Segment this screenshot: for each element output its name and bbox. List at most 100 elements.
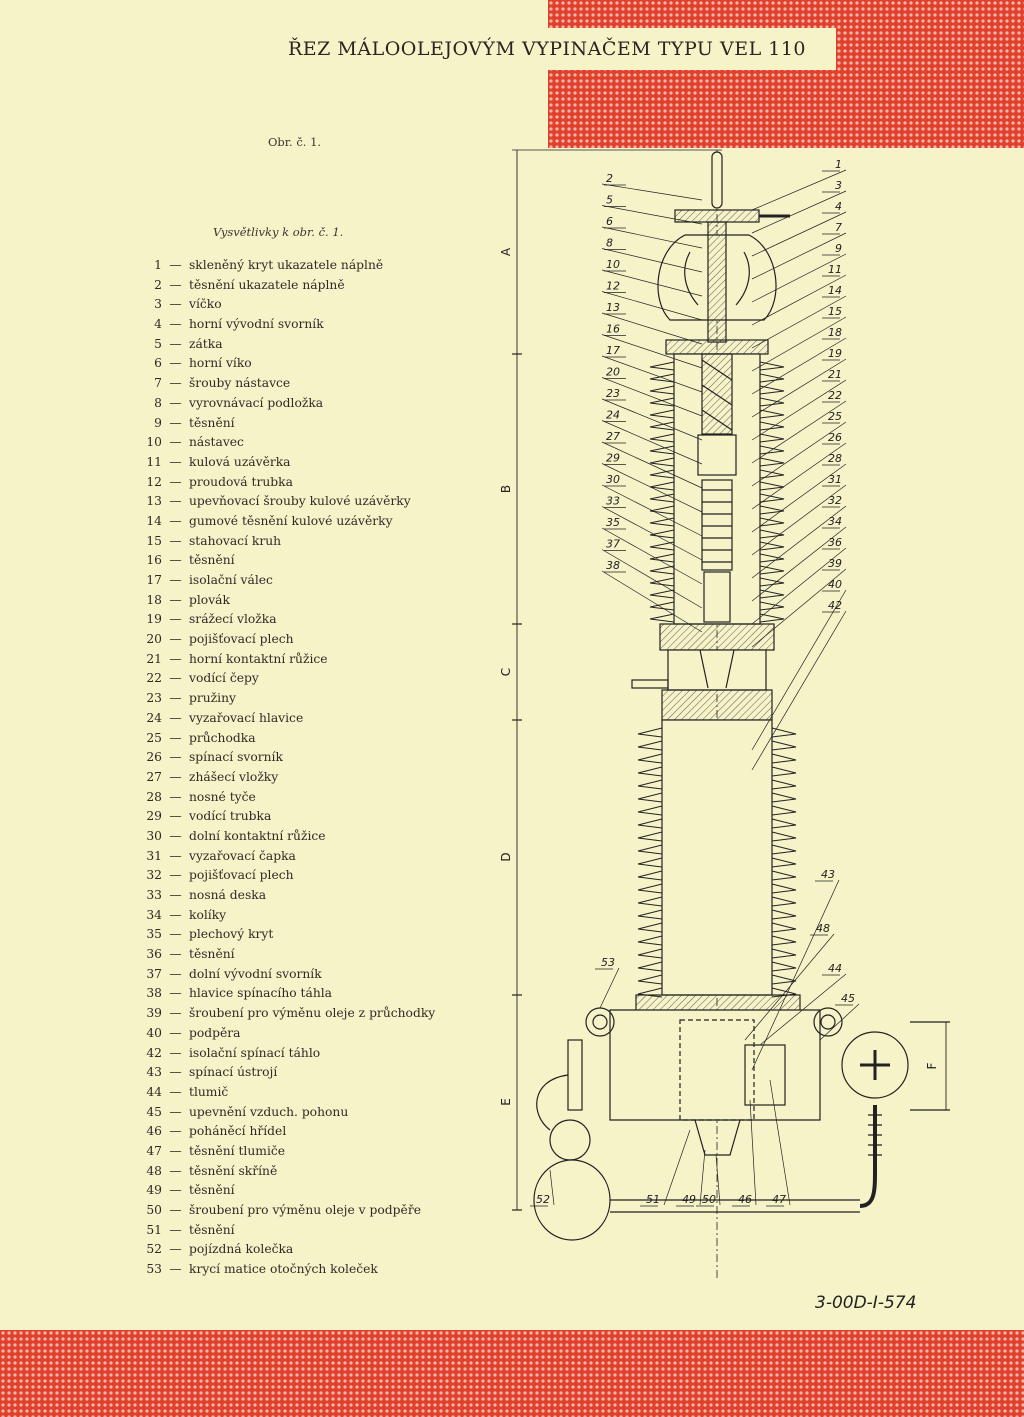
legend-item-text: horní víko <box>189 356 252 371</box>
legend-item-number: 36 <box>146 947 162 962</box>
callout-label: 19 <box>828 347 842 360</box>
legend-item: 27—zhášecí vložky <box>128 768 488 788</box>
legend-item-text: skleněný kryt ukazatele náplně <box>189 258 384 272</box>
shed-left <box>637 792 663 803</box>
callout-label: 53 <box>601 956 615 969</box>
part-callouts: 2568101213161720232427293033353738134791… <box>530 158 860 1207</box>
shed-right <box>771 961 797 972</box>
legend-item: 49—těsnění <box>128 1181 488 1201</box>
legend-dash: — <box>169 927 182 942</box>
dimension-label: B <box>499 485 513 493</box>
legend-item-text: upevnění vzduch. pohonu <box>189 1104 349 1119</box>
callout-leader <box>601 183 703 201</box>
shed-right <box>759 529 785 539</box>
legend-item-number: 31 <box>146 848 162 863</box>
callout-leader <box>751 400 847 464</box>
legend-dash: — <box>169 868 182 883</box>
legend-dash: — <box>169 947 182 962</box>
shed-right <box>771 870 797 881</box>
legend-dash: — <box>169 750 182 765</box>
callout-leader <box>751 463 847 533</box>
legend-item-number: 28 <box>146 789 162 804</box>
legend-item-number: 24 <box>146 710 162 725</box>
legend-item-number: 27 <box>146 769 162 784</box>
callout-label: 46 <box>738 1193 752 1206</box>
legend-item-text: těsnění <box>189 1183 235 1198</box>
shed-right <box>771 935 797 946</box>
callout-label: 15 <box>828 305 842 318</box>
callout-label: 20 <box>606 366 620 379</box>
legend-dash: — <box>169 297 182 312</box>
callout-label: 33 <box>606 495 620 508</box>
legend-dash: — <box>169 1262 182 1277</box>
legend-item: 51—těsnění <box>128 1221 488 1241</box>
legend-item-number: 25 <box>146 730 162 745</box>
callout-leader <box>751 358 847 418</box>
legend-item-number: 39 <box>146 1006 162 1021</box>
legend-dash: — <box>169 809 182 824</box>
shed-right <box>759 469 785 479</box>
legend-dash: — <box>169 632 182 647</box>
callout-leader <box>751 505 847 579</box>
shed-right <box>759 577 785 587</box>
shed-left <box>637 844 663 855</box>
legend-item: 32—pojišťovací plech <box>128 866 488 886</box>
legend-item-number: 47 <box>146 1143 162 1158</box>
callout-leader <box>751 568 847 648</box>
shed-right <box>759 517 785 527</box>
shed-right <box>771 857 797 868</box>
legend-dash: — <box>169 277 182 292</box>
legend-item-text: vyrovnávací podložka <box>189 395 324 410</box>
callout-label: 8 <box>606 237 613 250</box>
legend-item-text: šroubení pro výměnu oleje v podpěře <box>189 1203 421 1217</box>
legend-item-number: 1 <box>154 258 162 272</box>
shed-right <box>759 493 785 503</box>
shed-right <box>759 589 785 599</box>
callout-leader <box>601 248 703 273</box>
callout-leader <box>699 1149 706 1206</box>
callout-label: 6 <box>606 215 613 228</box>
legend-item-text: stahovací kruh <box>189 533 282 548</box>
legend-dash: — <box>169 1006 182 1021</box>
legend-item-number: 10 <box>146 435 162 450</box>
callout-label: 36 <box>828 536 842 549</box>
breaker-drawing <box>512 149 950 1280</box>
callout-label: 44 <box>828 962 842 975</box>
legend-item-number: 37 <box>146 966 162 981</box>
callout-leader <box>751 169 847 211</box>
legend-item-number: 9 <box>154 415 162 430</box>
legend-item-text: těsnění tlumiče <box>189 1143 286 1158</box>
shed-right <box>759 397 785 407</box>
callout-leader <box>601 312 703 345</box>
legend-item: 35 — plechový kryt <box>128 925 488 945</box>
dimension-label: E <box>499 1098 513 1106</box>
legend-item-number: 11 <box>146 454 162 469</box>
shed-left <box>637 909 663 920</box>
shed-left <box>649 517 675 527</box>
callout-label: 39 <box>828 557 842 570</box>
callout-label: 45 <box>841 992 855 1005</box>
callout-leader <box>715 1154 721 1206</box>
legend-item: 11—kulová uzávěrka <box>128 453 488 473</box>
legend-item: 8—vyrovnávací podložka <box>128 394 488 414</box>
legend-dash: — <box>169 336 182 351</box>
legend-dash: — <box>169 828 182 843</box>
callout-leader <box>751 442 847 510</box>
legend-item: 1—skleněný kryt ukazatele náplně <box>128 256 488 276</box>
page-title: ŘEZ MÁLOOLEJOVÝM VYPINAČEM TYPU VEL 110 <box>258 28 836 70</box>
callout-leader <box>751 295 847 349</box>
legend-item-number: 35 <box>146 927 162 942</box>
legend-item-text: vyzařovací hlavice <box>189 710 304 725</box>
legend-item-number: 32 <box>146 868 162 883</box>
shed-right <box>771 740 797 751</box>
legend-item-text: plechový kryt <box>189 927 274 942</box>
callout-label: 13 <box>606 301 620 314</box>
legend-item-text: pojízdná kolečka <box>189 1242 294 1257</box>
shed-left <box>649 433 675 443</box>
callout-leader <box>601 291 703 321</box>
callout-label: 22 <box>828 389 842 402</box>
shed-left <box>649 385 675 395</box>
legend-dash: — <box>169 317 182 332</box>
callout-label: 10 <box>606 258 620 271</box>
